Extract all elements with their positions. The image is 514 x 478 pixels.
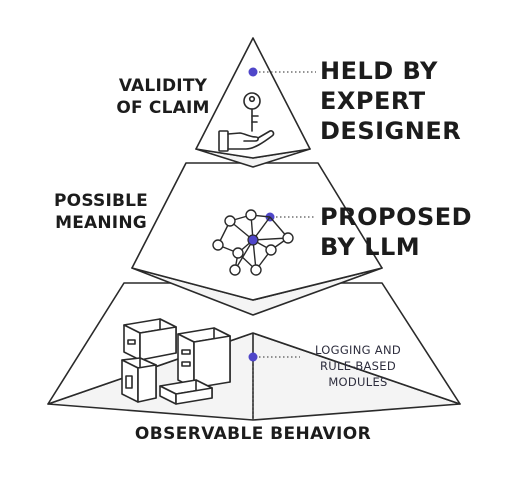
tier-label-top-line-1: VALIDITY xyxy=(118,76,208,96)
callout-top-line-3: DESIGNER xyxy=(320,117,462,145)
server-modules-icon xyxy=(121,318,231,405)
callout-bottom-line-1: LOGGING AND xyxy=(314,343,402,357)
tier-label-middle-line-2: MEANING xyxy=(55,213,147,233)
callout-bottom-line-3: MODULES xyxy=(328,375,388,389)
tier-label-top-line-2: OF CLAIM xyxy=(116,98,210,118)
tier-label-bottom: OBSERVABLE BEHAVIOR xyxy=(134,424,372,444)
bottom-callout-dot xyxy=(248,352,258,362)
callout-top-line-1: HELD BY xyxy=(320,57,438,85)
callout-middle-line-2: BY LLM xyxy=(320,233,421,261)
tier-label-middle-line-1: POSSIBLE xyxy=(54,191,148,211)
callout-middle-line-1: PROPOSED xyxy=(320,203,473,231)
pyramid-tier-top xyxy=(195,37,311,168)
callout-top: HELD BY EXPERT DESIGNER xyxy=(320,56,461,146)
callout-bottom: LOGGING AND RULE-BASED MODULES xyxy=(303,342,413,390)
network-graph-icon xyxy=(212,209,294,276)
callout-bottom-line-2: RULE-BASED xyxy=(320,359,396,373)
tier-label-middle: POSSIBLE MEANING xyxy=(36,190,166,234)
tier-label-top: VALIDITY OF CLAIM xyxy=(103,75,223,119)
top-callout-dot xyxy=(248,67,258,77)
pyramid-tier-middle xyxy=(131,162,383,316)
callout-top-line-2: EXPERT xyxy=(320,87,426,115)
key-in-hand-icon xyxy=(218,92,275,152)
callout-middle: PROPOSED BY LLM xyxy=(320,202,472,262)
